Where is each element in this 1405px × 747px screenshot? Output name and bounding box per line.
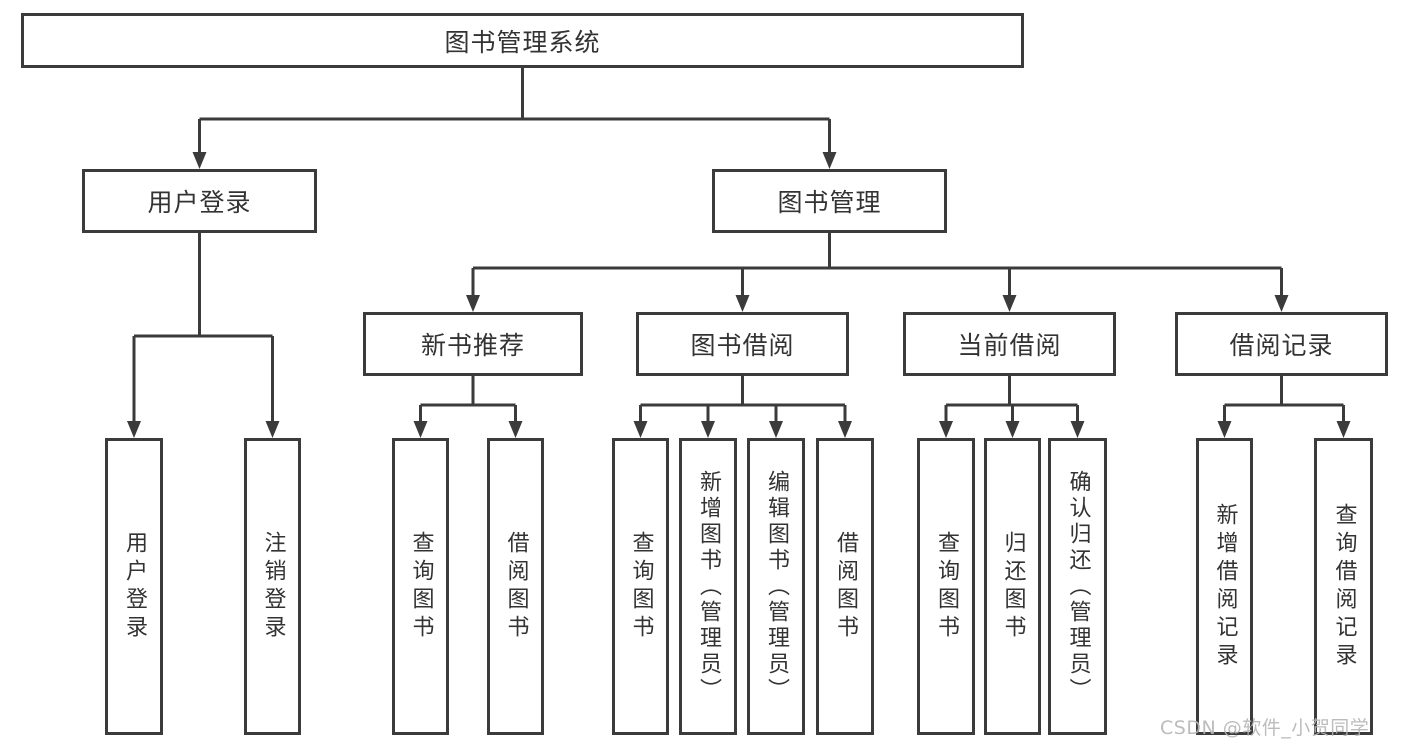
arrowhead bbox=[508, 421, 523, 438]
arrowhead bbox=[701, 421, 715, 438]
node-library-management-system: 图书管理系统 bbox=[21, 13, 1024, 68]
node-label: 查询图书 bbox=[628, 530, 654, 643]
arrowhead bbox=[1217, 421, 1232, 438]
arrowhead bbox=[413, 421, 428, 438]
node-label: 编辑图书（管理员） bbox=[764, 469, 789, 704]
node-current-borrowing: 当前借阅 bbox=[903, 312, 1116, 376]
node-label: 归还图书 bbox=[1000, 530, 1026, 643]
node-label: 借阅图书 bbox=[503, 530, 529, 643]
node-user-login: 用户登录 bbox=[82, 169, 317, 233]
node-confirm-return-admin: 确认归还（管理员） bbox=[1048, 438, 1107, 735]
node-label: 新书推荐 bbox=[420, 331, 525, 360]
connector-mgmt-to-level3 bbox=[471, 233, 1283, 298]
arrowhead bbox=[769, 421, 783, 438]
node-add-book-admin: 新增图书（管理员） bbox=[679, 438, 737, 735]
node-label: 确认归还（管理员） bbox=[1065, 469, 1091, 704]
node-borrowing-records: 借阅记录 bbox=[1175, 312, 1388, 376]
arrowhead bbox=[1002, 295, 1017, 312]
arrowhead bbox=[1274, 295, 1289, 312]
arrowhead bbox=[735, 295, 750, 312]
node-book-borrowing: 图书借阅 bbox=[636, 312, 849, 376]
node-new-book-recommendation: 新书推荐 bbox=[363, 312, 583, 376]
node-label: 查询图书 bbox=[408, 530, 434, 643]
arrowhead bbox=[1005, 421, 1020, 438]
arrowhead bbox=[1336, 421, 1351, 438]
watermark: CSDN @软件_小贺同学 bbox=[1160, 717, 1370, 739]
connector-record-to-leaves bbox=[1223, 376, 1345, 424]
node-label: 借阅图书 bbox=[833, 530, 858, 643]
node-query-books-current: 查询图书 bbox=[917, 438, 975, 735]
node-label: 当前借阅 bbox=[957, 331, 1062, 360]
arrowhead bbox=[265, 421, 280, 438]
arrowhead bbox=[838, 421, 852, 438]
node-label: 查询借阅记录 bbox=[1331, 502, 1357, 671]
node-label: 用户登录 bbox=[122, 530, 147, 643]
node-query-books-newbook: 查询图书 bbox=[392, 438, 449, 735]
node-return-book: 归还图书 bbox=[984, 438, 1041, 735]
arrowhead bbox=[127, 421, 141, 438]
arrowhead bbox=[939, 421, 953, 438]
node-edit-book-admin: 编辑图书（管理员） bbox=[747, 438, 805, 735]
node-label: 新增借阅记录 bbox=[1212, 502, 1238, 671]
node-add-borrow-record: 新增借阅记录 bbox=[1196, 438, 1253, 735]
connector-current-to-leaves bbox=[944, 376, 1079, 424]
arrowhead bbox=[633, 421, 648, 438]
node-label: 注销登录 bbox=[260, 530, 286, 643]
connector-login-to-leaves bbox=[132, 233, 274, 424]
connector-root-to-level2 bbox=[198, 68, 831, 155]
connector-borrow-to-leaves bbox=[639, 376, 847, 424]
node-label: 图书管理系统 bbox=[444, 27, 601, 57]
node-label: 查询图书 bbox=[934, 530, 959, 643]
connector-newbook-to-leaves bbox=[419, 376, 517, 424]
arrowhead bbox=[1070, 421, 1085, 438]
node-label: 借阅记录 bbox=[1229, 331, 1334, 360]
node-borrow-books-borrow: 借阅图书 bbox=[816, 438, 874, 735]
node-label: 图书借阅 bbox=[690, 331, 795, 360]
node-book-management: 图书管理 bbox=[712, 169, 947, 233]
node-logout: 注销登录 bbox=[244, 438, 301, 735]
arrowhead bbox=[466, 295, 480, 312]
arrowhead bbox=[192, 152, 207, 169]
node-query-books-borrow: 查询图书 bbox=[612, 438, 669, 735]
node-query-borrow-record: 查询借阅记录 bbox=[1314, 438, 1373, 735]
node-label: 用户登录 bbox=[147, 188, 252, 217]
arrowhead bbox=[822, 152, 837, 169]
node-label: 新增图书（管理员） bbox=[696, 469, 721, 704]
node-borrow-books-newbook: 借阅图书 bbox=[487, 438, 544, 735]
node-user-login-leaf: 用户登录 bbox=[105, 438, 163, 735]
node-label: 图书管理 bbox=[777, 188, 882, 217]
